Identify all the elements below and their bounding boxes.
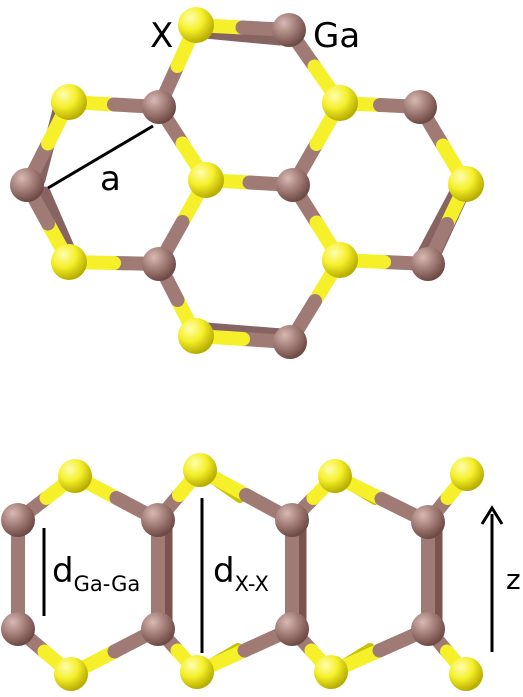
chalcogen-atom [449,657,483,691]
gallium-atom [411,505,445,539]
chalcogen-atom [51,244,87,280]
gallium-atom [403,90,437,124]
label-lattice-a: a [100,159,121,199]
gallium-atom [141,503,175,537]
top-view-bonds [20,18,473,349]
chalcogen-atom [51,84,87,120]
chalcogen-atom [450,457,484,491]
chalcogen-atom [314,655,348,689]
chalcogen-atom [318,459,352,493]
back-bond [414,186,461,264]
back-bond [199,27,286,46]
chalcogen-atom [188,162,224,198]
chalcogen-atom [448,166,484,202]
gallium-atom [1,503,35,537]
gallium-atom [272,13,306,47]
gallium-atom [10,168,44,202]
chalcogen-atom [322,85,358,121]
top-view-atoms [10,7,484,359]
chalcogen-atom [178,7,214,43]
chalcogen-atom [54,657,88,691]
gallium-atom [142,247,176,281]
gallium-atom [275,612,309,646]
chalcogen-atom [178,318,214,354]
z-axis-arrow-head [480,505,504,525]
gallium-atom [275,503,309,537]
label-d-x-x: dX-X [213,551,269,596]
chalcogen-atom [322,242,358,278]
gallium-atom [141,612,175,646]
gallium-atom [276,168,310,202]
label-ga-atom: Ga [313,16,360,56]
top-view-structure [10,7,484,359]
chalcogen-atom [183,453,217,487]
lattice-constant-line [47,124,154,190]
gallium-atom [273,325,307,359]
gallium-atom [411,612,445,646]
chalcogen-atom [180,655,214,689]
label-x-atom: X [150,16,173,56]
side-view-structure [1,453,484,691]
label-axis-z: z [506,563,521,596]
gallium-atom [142,90,176,124]
back-bond [200,322,288,340]
chalcogen-atom [58,459,92,493]
gallium-atom [411,247,445,281]
side-view-atoms [1,453,484,691]
gallium-atom [1,612,35,646]
label-d-ga-ga: dGa-Ga [52,551,140,596]
